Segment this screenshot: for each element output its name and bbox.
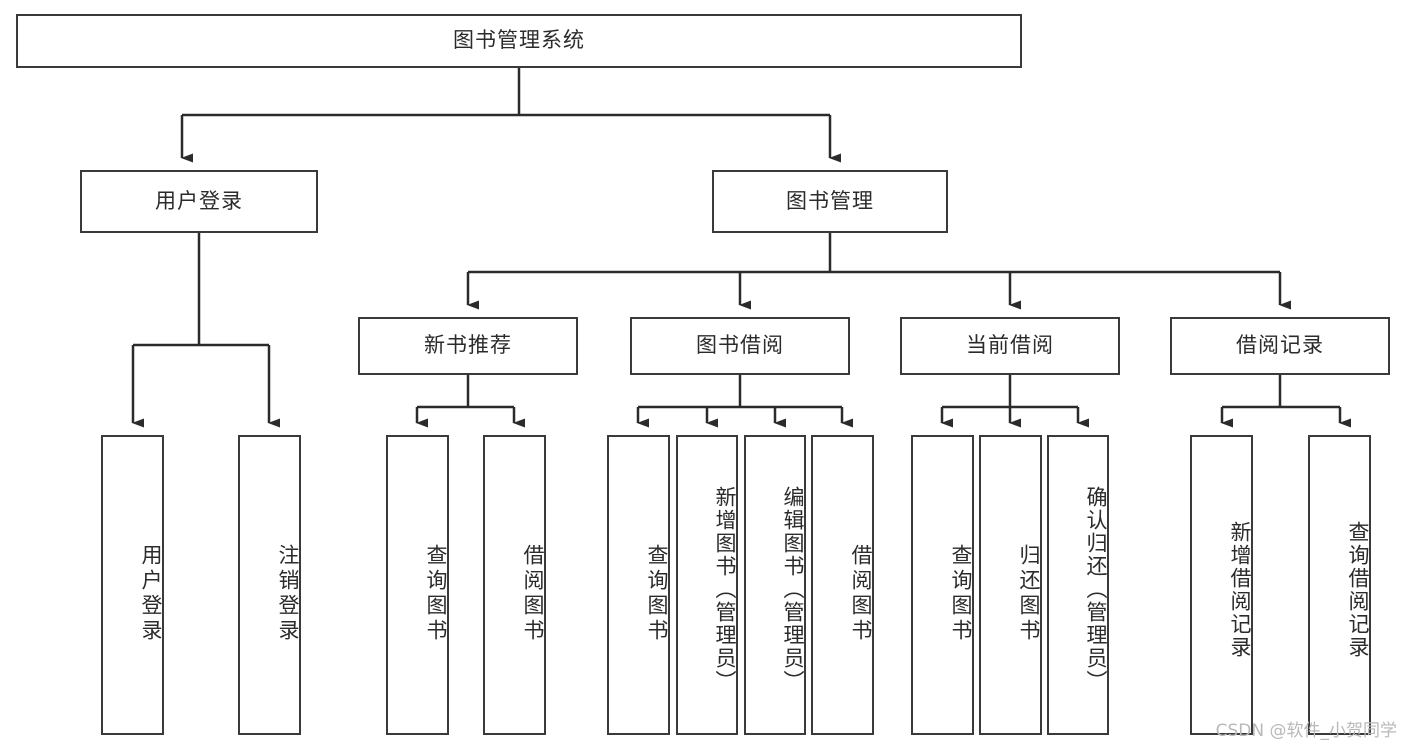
leaf-borrow-book-2[interactable]: 借阅图书 bbox=[811, 435, 874, 735]
node-borrow-record[interactable]: 借阅记录 bbox=[1170, 317, 1390, 375]
leaf-query-book-3[interactable]: 查询图书 bbox=[911, 435, 974, 735]
leaf-query-book-1[interactable]: 查询图书 bbox=[386, 435, 449, 735]
leaf-query-record[interactable]: 查询借阅记录 bbox=[1308, 435, 1371, 735]
leaf-edit-book[interactable]: 编辑图书（管理员） bbox=[744, 435, 806, 735]
leaf-query-book-2[interactable]: 查询图书 bbox=[607, 435, 670, 735]
node-root-system[interactable]: 图书管理系统 bbox=[16, 14, 1022, 68]
node-book-borrow[interactable]: 图书借阅 bbox=[630, 317, 850, 375]
leaf-add-record[interactable]: 新增借阅记录 bbox=[1190, 435, 1253, 735]
leaf-borrow-book-1[interactable]: 借阅图书 bbox=[483, 435, 546, 735]
leaf-add-book[interactable]: 新增图书（管理员） bbox=[676, 435, 738, 735]
node-new-book-recommend[interactable]: 新书推荐 bbox=[358, 317, 578, 375]
leaf-return-book[interactable]: 归还图书 bbox=[979, 435, 1042, 735]
node-book-manage[interactable]: 图书管理 bbox=[712, 170, 948, 233]
csdn-watermark: CSDN @软件_小贺同学 bbox=[1215, 721, 1397, 741]
node-current-borrow[interactable]: 当前借阅 bbox=[900, 317, 1120, 375]
node-user-login[interactable]: 用户登录 bbox=[80, 170, 318, 233]
leaf-confirm-return[interactable]: 确认归还（管理员） bbox=[1047, 435, 1109, 735]
leaf-logout-login[interactable]: 注销登录 bbox=[238, 435, 301, 735]
leaf-user-login[interactable]: 用户登录 bbox=[101, 435, 164, 735]
